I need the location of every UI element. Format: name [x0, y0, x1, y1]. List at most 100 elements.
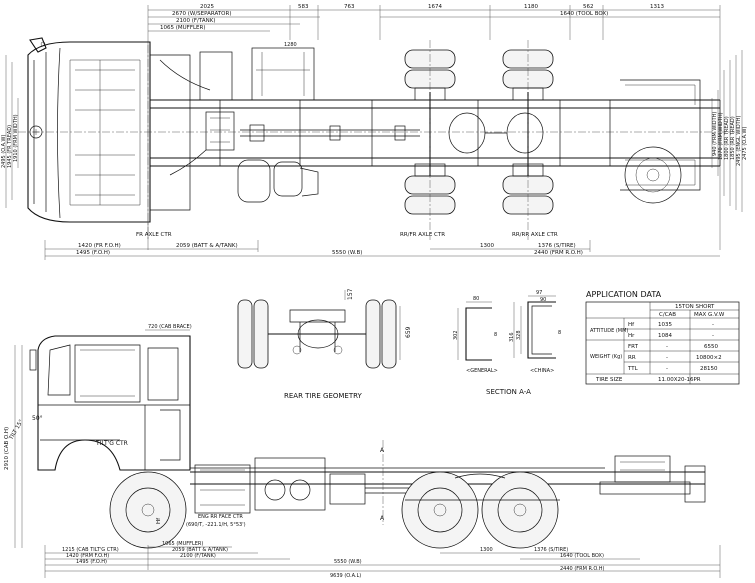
dim-rear-157: 157 — [347, 288, 354, 300]
tilt-15-label: TILT 15° — [8, 419, 25, 442]
app-hf-v2: - — [712, 322, 714, 328]
label-rrrr-axle-ctr: RR/RR AXLE CTR — [512, 232, 558, 238]
label-rrfr-axle-ctr: RR/FR AXLE CTR — [400, 232, 445, 238]
dim-plan-batt: 2059 (BATT & A/TANK) — [176, 243, 238, 249]
dim-plan-1280: 1280 — [284, 42, 297, 48]
app-col1: C/CAB — [659, 312, 676, 318]
app-hf-key: Hf — [628, 322, 635, 328]
dim-side-muffler: 1065 (MUFFLER) — [162, 541, 203, 547]
dim-china-316: 316 — [509, 332, 515, 342]
section-mark-top: A — [380, 447, 385, 454]
dim-china-328: 328 — [516, 330, 522, 340]
tilt-ctr-label: TILT'G CTR — [95, 440, 128, 447]
label-general: <GENERAL> — [466, 368, 498, 374]
cab-oh-dim: 2910 (CAB O.H) — [4, 427, 10, 470]
plan-side-dimensions: 2495 (O.A.W) 1945 (FR TREAD) 1910 (FRM W… — [1, 50, 748, 212]
dim-china-8: 8 — [558, 330, 561, 336]
eng-note: (690/T, -221.1/H, 5°53') — [186, 522, 246, 528]
dim-plan-1180: 1180 — [524, 4, 538, 10]
dim-china-97: 97 — [536, 290, 542, 296]
plan-components — [159, 47, 319, 203]
label-china: <CHINA> — [530, 368, 554, 374]
plan-axle-centerlines: FR AXLE CTR RR/FR AXLE CTR RR/RR AXLE CT… — [18, 40, 735, 240]
app-rr-v1: - — [666, 355, 668, 361]
label-fr-axle-ctr: FR AXLE CTR — [136, 232, 172, 238]
dim-frm-width-r2: 1870 (FRM WIDTH) — [718, 112, 724, 160]
app-rr-key: RR — [628, 355, 636, 361]
app-hr-key: Hr — [628, 333, 635, 339]
app-weight-label: WEIGHT (Kg) — [590, 354, 622, 360]
dim-plan-1313: 1313 — [650, 4, 664, 10]
dim-frm-width-r1: 940 (FRM WIDTH) — [712, 112, 718, 156]
app-hf-v1: 1035 — [658, 322, 672, 328]
dim-engl-width: 2495 (ENGL WIDTH) — [736, 116, 742, 166]
rear-tire-title: REAR TIRE GEOMETRY — [284, 392, 363, 400]
side-section-marks: A A — [380, 440, 385, 525]
dim-plan-stire: 1376 (S/TIRE) — [538, 243, 576, 249]
app-frt-v1: - — [666, 344, 668, 350]
section-mark-bottom: A — [380, 515, 385, 522]
dim-cab-brace: 720 (CAB BRACE) — [148, 324, 192, 330]
side-rear-wheels — [401, 471, 560, 549]
dim-plan-muffler: 1065 (MUFFLER) — [160, 25, 206, 31]
app-attitude-label: ATTITUDE (MM) — [590, 328, 628, 334]
dim-oaw-right: 2475 (O.A.W) — [742, 127, 748, 160]
side-bottom-dimensions: 1215 (CAB TILT'G CTR) 1420 (FRM F.O.H) 1… — [44, 541, 721, 579]
section-a-a: 80 302 8 <GENERAL> 97 90 316 328 8 <CHIN… — [453, 290, 561, 396]
dim-side-oal: 9639 (O.A.L) — [330, 573, 361, 579]
dim-plan-fr-foh: 1420 (FR F.O.H) — [78, 243, 121, 249]
app-tire-size-value: 11.00X20-16PR — [658, 377, 701, 383]
side-cab — [29, 335, 191, 471]
dim-side-ftank: 2100 (F/TANK) — [180, 553, 216, 559]
dim-plan-separator: 2670 (W/SEPARATOR) — [172, 11, 231, 17]
dim-general-302: 302 — [453, 330, 459, 340]
section-title: SECTION A-A — [486, 388, 531, 396]
dim-plan-wb: 5550 (W.B) — [332, 250, 362, 256]
dim-side-batt: 2059 (BATT & A/TANK) — [172, 547, 228, 553]
hf-label: Hf — [156, 517, 162, 524]
app-tire-size-label: TIRE SIZE — [595, 377, 623, 383]
dim-plan-ftank: 2100 (F/TANK) — [176, 18, 215, 24]
dim-plan-toolbox: 1640 (TOOL BOX) — [560, 11, 608, 17]
eng-rr-face-label: ENG RR FACE CTR — [198, 514, 243, 520]
plan-frame — [150, 79, 721, 191]
dim-plan-763: 763 — [344, 4, 355, 10]
dim-plan-foh: 1495 (F.O.H) — [76, 250, 110, 256]
app-ttl-v2: 28150 — [700, 366, 718, 372]
dim-side-frm-foh: 1420 (FRM F.O.H) — [66, 553, 109, 559]
dim-general-80: 80 — [473, 296, 479, 302]
dim-side-toolbox: 1640 (TOOL BOX) — [560, 553, 604, 559]
dim-oaw-left: 2495 (O.A.W) — [1, 135, 7, 168]
app-ttl-v1: - — [666, 366, 668, 372]
plan-bottom-dimensions: 1420 (FR F.O.H) 1495 (F.O.H) 2059 (BATT … — [44, 240, 720, 260]
dim-china-90: 90 — [540, 297, 546, 303]
app-frt-v2: 6550 — [704, 344, 718, 350]
app-header-main: 15TON SHORT — [675, 304, 715, 310]
app-data-title: APPLICATION DATA — [586, 290, 662, 299]
dim-side-1300: 1300 — [480, 547, 493, 553]
dim-plan-1300: 1300 — [480, 243, 494, 249]
dim-fr-tread: 1945 (FR TREAD) — [7, 125, 13, 168]
dim-rear-659: 659 — [405, 326, 412, 338]
side-front-wheel — [109, 471, 187, 549]
rear-tire-geometry: 157 659 REAR TIRE GEOMETRY — [237, 288, 412, 400]
side-view: 720 (CAB BRACE) — [4, 324, 721, 579]
dim-side-wb: 5550 (W.B) — [334, 559, 362, 565]
tilt-angle: 50° — [32, 415, 43, 422]
dim-general-8: 8 — [494, 332, 497, 338]
dim-side-foh: 1495 (F.O.H) — [76, 559, 107, 565]
dim-plan-2025: 2025 — [200, 4, 214, 10]
app-rr-v2: 10800×2 — [696, 355, 722, 361]
dim-rr-tread-2: 1850 (RR TREAD) — [730, 116, 736, 160]
app-frt-key: FRT — [628, 344, 639, 350]
dim-plan-froh: 2440 (FRM R.O.H) — [534, 250, 583, 256]
app-hr-v2: - — [712, 333, 714, 339]
app-col2: MAX G.V.W — [694, 312, 725, 318]
app-ttl-key: TTL — [627, 366, 639, 372]
dim-side-cab-tilt: 1215 (CAB TILT'G CTR) — [62, 547, 119, 553]
dim-side-froh: 2440 (FRM R.O.H) — [560, 566, 604, 572]
plan-view: 2025 2670 (W/SEPARATOR) 2100 (F/TANK) 10… — [1, 4, 748, 260]
dim-rr-tread-1: 1800 (RR TREAD) — [724, 116, 730, 160]
dim-plan-1674: 1674 — [428, 4, 442, 10]
